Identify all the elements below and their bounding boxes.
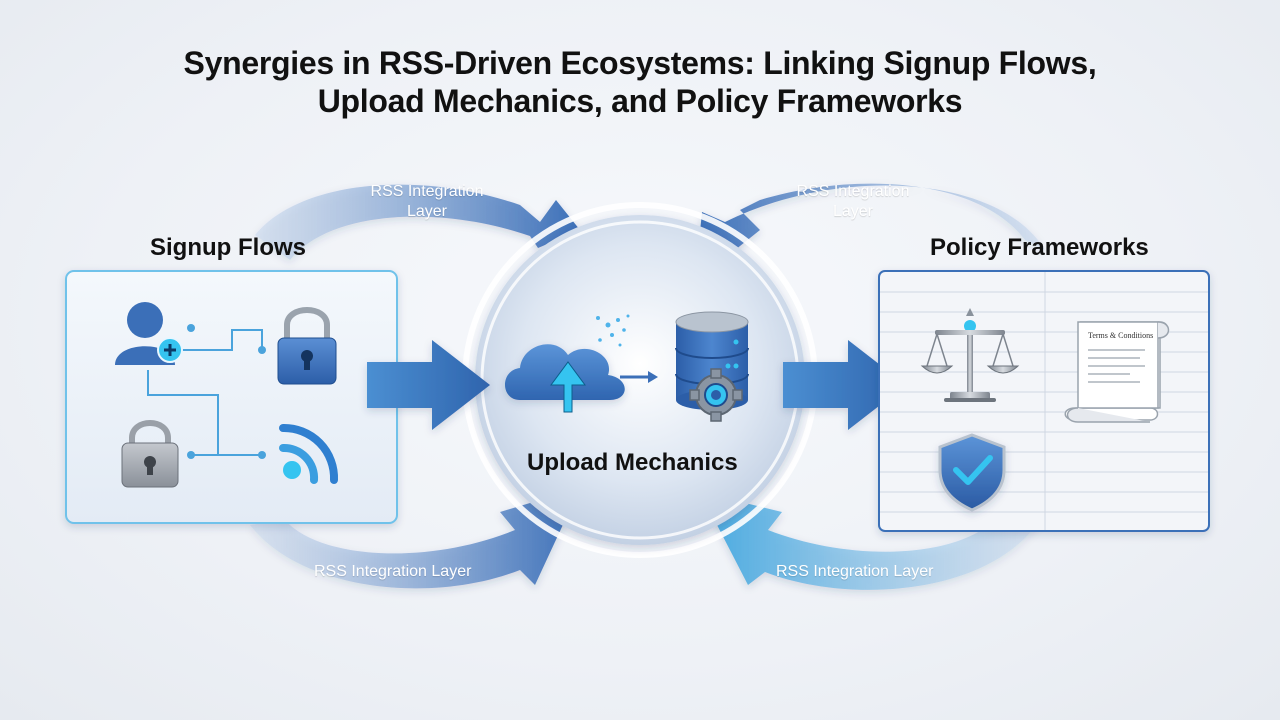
policy-frameworks-panel: Terms & Conditions <box>878 270 1210 532</box>
scales-icon <box>920 308 1020 402</box>
title-line-1: Synergies in RSS-Driven Ecosystems: Link… <box>183 45 1097 81</box>
rss-label-top-right: RSS Integration Layer <box>778 182 928 222</box>
title-line-2: Upload Mechanics, and Policy Frameworks <box>317 83 963 119</box>
shield-check-icon <box>938 433 1006 512</box>
rss-label-top-left-line-2: Layer <box>406 203 448 220</box>
document-title: Terms & Conditions <box>1088 331 1153 340</box>
document-scroll-icon: Terms & Conditions <box>1064 321 1170 423</box>
rss-icon <box>279 423 339 484</box>
rss-arc-bottom-left <box>250 488 580 589</box>
flow-arrow-left <box>367 340 490 430</box>
rss-label-top-left: RSS Integration Layer <box>352 182 502 222</box>
padlock-icon <box>277 307 337 385</box>
rss-arc-top-left <box>255 184 580 260</box>
signup-flows-title: Signup Flows <box>150 234 306 261</box>
rss-label-top-left-line-1: RSS Integration <box>370 183 484 200</box>
user-add-icon <box>115 302 183 365</box>
rss-label-top-right-line-2: Layer <box>832 203 874 220</box>
padlock-icon <box>121 420 179 488</box>
database-gear-icon <box>675 311 749 422</box>
signup-flows-panel <box>65 270 398 524</box>
page-title: Synergies in RSS-Driven Ecosystems: Link… <box>0 44 1280 120</box>
rss-label-bottom-right: RSS Integration Layer <box>776 563 934 580</box>
rss-label-bottom-left: RSS Integration Layer <box>314 563 472 580</box>
flow-arrow-right <box>783 340 906 430</box>
policy-frameworks-title: Policy Frameworks <box>930 234 1149 261</box>
cloud-upload-icon <box>505 314 658 413</box>
upload-mechanics-title: Upload Mechanics <box>527 449 738 476</box>
rss-label-top-right-line-1: RSS Integration <box>796 183 910 200</box>
rss-arc-bottom-right <box>700 492 1040 590</box>
